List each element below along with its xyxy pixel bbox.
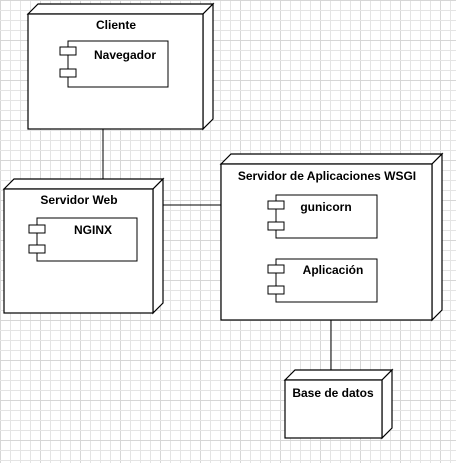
component-gunicorn: gunicorn <box>267 194 378 239</box>
component-icon-tab <box>267 285 285 295</box>
component-gunicorn-label: gunicorn <box>300 200 351 214</box>
node-base-datos: Base de datos <box>283 368 394 440</box>
node-base-datos-side <box>381 368 393 440</box>
node-servidor-web-title: Servidor Web <box>40 193 117 207</box>
node-base-datos-title: Base de datos <box>292 386 374 400</box>
node-servidor-web: Servidor Web NGINX <box>2 177 165 315</box>
component-gunicorn-box <box>275 194 378 239</box>
component-icon-tab <box>267 264 285 274</box>
node-cliente-top <box>26 3 215 15</box>
node-servidor-wsgi-title: Servidor de Aplicaciones WSGI <box>238 169 416 183</box>
component-icon-tab <box>28 244 46 254</box>
node-servidor-web-side <box>152 177 164 315</box>
component-icon-tab <box>267 200 285 210</box>
component-aplicacion-box <box>275 258 378 303</box>
component-nginx: NGINX <box>28 217 138 262</box>
component-aplicacion-label: Aplicación <box>303 263 364 277</box>
component-icon-tab <box>59 68 77 78</box>
component-navegador-label: Navegador <box>94 48 156 62</box>
component-aplicacion: Aplicación <box>267 258 378 303</box>
component-nginx-label: NGINX <box>74 223 112 237</box>
node-servidor-wsgi: Servidor de Aplicaciones WSGI gunicorn A… <box>219 152 444 322</box>
component-icon-tab <box>267 221 285 231</box>
component-navegador-box <box>67 40 169 88</box>
node-servidor-web-top <box>2 178 165 190</box>
node-servidor-wsgi-side <box>431 152 443 322</box>
component-nginx-box <box>36 217 138 262</box>
node-base-datos-face <box>284 379 383 439</box>
node-base-datos-top <box>283 369 394 381</box>
node-cliente-side <box>202 2 214 131</box>
node-servidor-wsgi-top <box>219 153 444 165</box>
component-navegador: Navegador <box>59 40 169 88</box>
component-icon-tab <box>59 46 77 56</box>
node-cliente-title: Cliente <box>96 18 136 32</box>
component-icon-tab <box>28 224 46 234</box>
node-cliente: Cliente Navegador <box>26 2 215 131</box>
